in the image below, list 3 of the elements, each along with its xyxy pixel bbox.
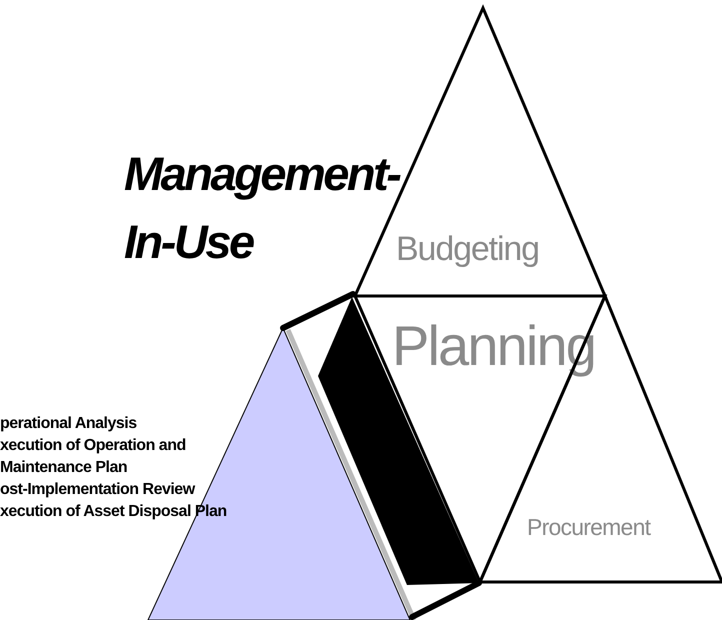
segment-label: Procurement <box>527 516 650 539</box>
list-item: perational Analysis <box>0 414 137 434</box>
list-item: ost-Implementation Review <box>0 480 195 500</box>
